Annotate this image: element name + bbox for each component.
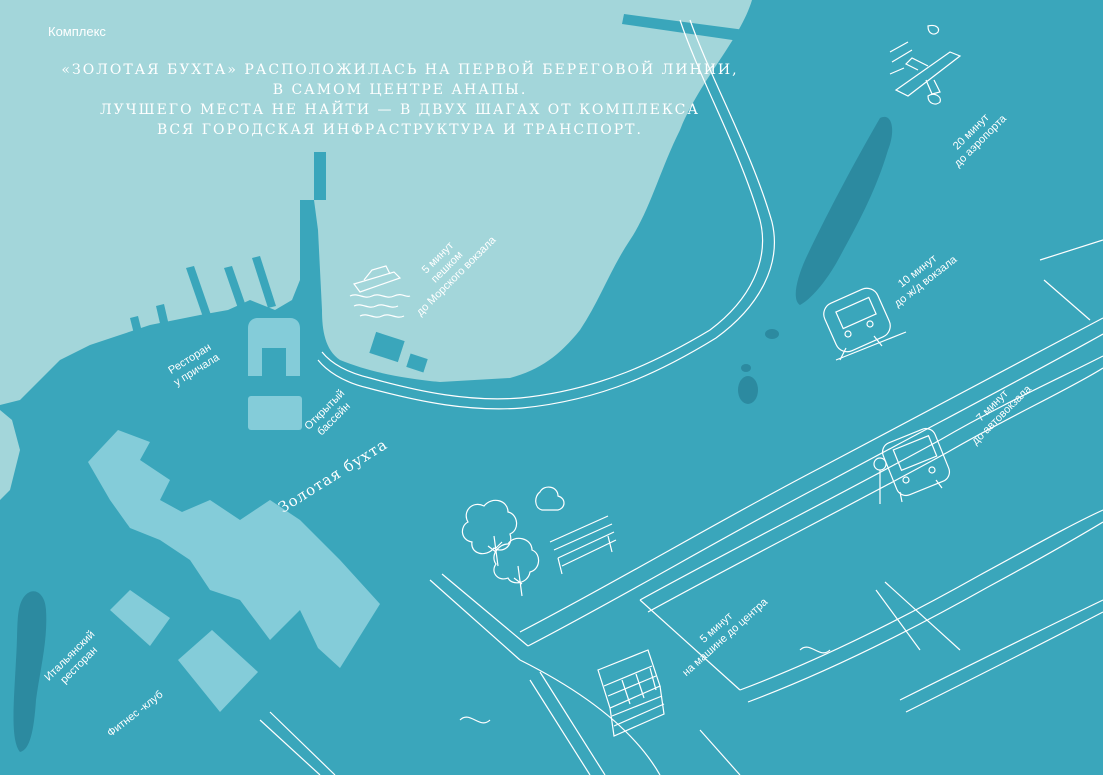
building-icon <box>597 649 665 737</box>
pond <box>741 364 751 372</box>
left-shore <box>0 410 20 500</box>
pier-jetty-2 <box>224 266 248 314</box>
left-lagoon <box>13 591 47 752</box>
pond <box>738 376 758 404</box>
inland-lagoon <box>795 116 893 305</box>
restaurant-pier-building <box>248 318 300 376</box>
park-icon <box>461 486 617 597</box>
headline-line: вся городская инфраструктура и транспорт… <box>157 122 643 138</box>
pier-jetty-4 <box>130 316 144 342</box>
pier-jetty-5 <box>156 304 170 332</box>
pier-jetty-1 <box>186 266 212 320</box>
headline-line: «Золотая бухта» расположилась на первой … <box>61 62 739 78</box>
section-title: Комплекс <box>48 24 106 39</box>
ship-icon <box>349 265 411 318</box>
fitness-building <box>178 630 258 712</box>
sea-area <box>0 0 752 405</box>
airplane-icon <box>889 24 962 105</box>
coast-road <box>321 19 764 400</box>
harbor-building <box>369 331 405 363</box>
headline: «Золотая бухта» расположилась на первой … <box>40 60 760 140</box>
pier-jetty-3 <box>252 256 276 308</box>
coast-road-inner <box>317 19 775 410</box>
harbor-building <box>406 353 428 373</box>
headline-line: Лучшего места не найти — в двух шагах от… <box>99 102 700 118</box>
pond <box>765 329 779 339</box>
pool <box>248 396 302 430</box>
italian-restaurant-building <box>110 590 170 646</box>
street-grid <box>259 239 1103 775</box>
train-icon <box>823 287 907 361</box>
pier <box>622 14 760 44</box>
complex-buildings <box>88 318 380 712</box>
headline-line: в самом центре Анапы. <box>272 82 528 98</box>
bus-icon <box>873 427 951 504</box>
pier-main <box>300 152 326 215</box>
